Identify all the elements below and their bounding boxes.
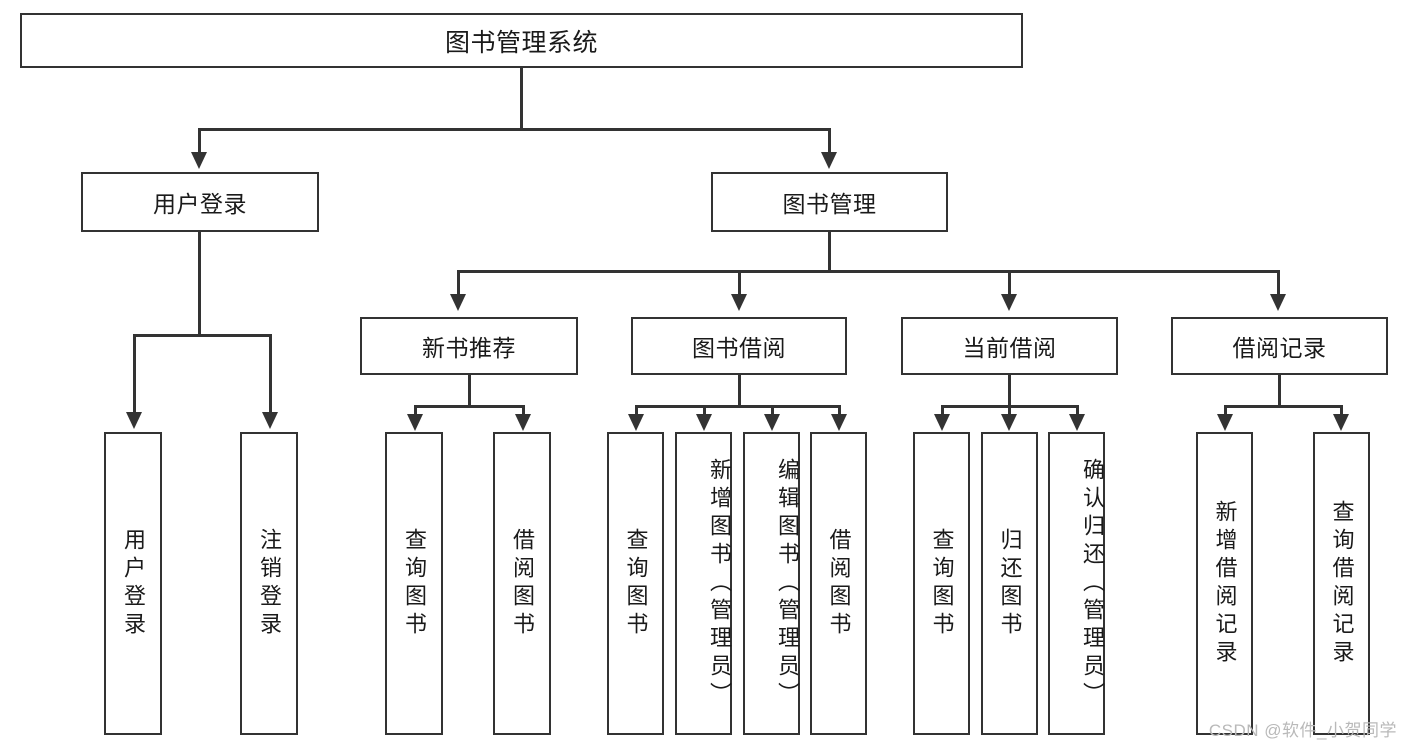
connector-level1-drop-right <box>828 128 831 158</box>
connector-new-book-stem <box>468 375 471 407</box>
arrow-to-leaf-borrow-book-1 <box>515 414 531 431</box>
connector-level2-drop-2 <box>738 270 741 298</box>
connector-user-login-drop-2 <box>269 334 272 416</box>
node-label: 图书管理系统 <box>444 28 598 57</box>
connector-level1-bar <box>198 128 831 131</box>
arrow-to-leaf-add-book <box>696 414 712 431</box>
arrow-to-leaf-query-book-1 <box>407 414 423 431</box>
connector-current-borrow-stem <box>1008 375 1011 407</box>
connector-level2-drop-1 <box>457 270 460 298</box>
connector-new-book-drop-1 <box>414 405 417 419</box>
arrow-to-leaf-confirm-return <box>1069 414 1085 431</box>
connector-borrow-record-drop-2 <box>1340 405 1343 419</box>
connector-book-management-stem <box>828 232 831 272</box>
node-new-book-recommend[interactable]: 新书推荐 <box>360 317 578 375</box>
arrow-to-leaf-logout <box>262 412 278 429</box>
node-label: 新增借阅记录 <box>1212 499 1238 668</box>
leaf-book-borrow-borrow[interactable]: 借阅图书 <box>810 432 867 735</box>
connector-borrow-record-bar <box>1224 405 1342 408</box>
node-label: 当前借阅 <box>962 335 1057 361</box>
arrow-to-borrow-record <box>1270 294 1286 311</box>
leaf-borrow-record-query[interactable]: 查询借阅记录 <box>1313 432 1370 735</box>
connector-new-book-drop-2 <box>522 405 525 419</box>
connector-book-borrow-drop-2 <box>703 405 706 419</box>
connector-borrow-record-stem <box>1278 375 1281 407</box>
arrow-to-book-borrow <box>731 294 747 311</box>
leaf-current-borrow-confirm[interactable]: 确认归还（管理员） <box>1048 432 1105 735</box>
connector-user-login-bar <box>133 334 271 337</box>
connector-borrow-record-drop-1 <box>1224 405 1227 419</box>
node-label: 借阅图书 <box>826 527 852 640</box>
node-book-management[interactable]: 图书管理 <box>711 172 948 232</box>
node-label: 用户登录 <box>121 527 146 640</box>
arrow-to-leaf-user-login <box>126 412 142 429</box>
connector-level2-drop-4 <box>1277 270 1280 298</box>
leaf-logout[interactable]: 注销登录 <box>240 432 298 735</box>
node-label: 新增图书（管理员） <box>707 457 732 710</box>
node-label: 新书推荐 <box>422 335 516 361</box>
arrow-to-leaf-add-borrow-record <box>1217 414 1233 431</box>
connector-book-borrow-bar <box>635 405 840 408</box>
arrow-to-new-book-recommend <box>450 294 466 311</box>
leaf-book-borrow-add[interactable]: 新增图书（管理员） <box>675 432 732 735</box>
node-label: 查询借阅记录 <box>1329 499 1355 668</box>
leaf-new-book-query[interactable]: 查询图书 <box>385 432 443 735</box>
connector-current-borrow-drop-2 <box>1008 405 1011 419</box>
leaf-book-borrow-query[interactable]: 查询图书 <box>607 432 664 735</box>
arrow-to-book-management <box>821 152 837 169</box>
arrow-to-leaf-return-book <box>1001 414 1017 431</box>
arrow-to-leaf-edit-book <box>764 414 780 431</box>
node-label: 图书借阅 <box>692 335 786 361</box>
node-label: 查询图书 <box>402 527 427 640</box>
node-label: 用户登录 <box>153 191 247 217</box>
connector-user-login-stem <box>198 232 201 336</box>
arrow-to-current-borrow <box>1001 294 1017 311</box>
connector-current-borrow-drop-1 <box>941 405 944 419</box>
node-borrow-record[interactable]: 借阅记录 <box>1171 317 1388 375</box>
node-book-borrow[interactable]: 图书借阅 <box>631 317 847 375</box>
node-label: 确认归还（管理员） <box>1080 457 1105 710</box>
connector-user-login-drop-1 <box>133 334 136 416</box>
leaf-current-borrow-query[interactable]: 查询图书 <box>913 432 970 735</box>
connector-level2-drop-3 <box>1008 270 1011 298</box>
connector-book-borrow-stem <box>738 375 741 407</box>
node-label: 查询图书 <box>623 527 649 640</box>
watermark-text: CSDN @软件_小贺同学 <box>1208 721 1397 740</box>
leaf-new-book-borrow[interactable]: 借阅图书 <box>493 432 551 735</box>
node-current-borrow[interactable]: 当前借阅 <box>901 317 1118 375</box>
leaf-user-login[interactable]: 用户登录 <box>104 432 162 735</box>
leaf-book-borrow-edit[interactable]: 编辑图书（管理员） <box>743 432 800 735</box>
connector-book-borrow-drop-1 <box>635 405 638 419</box>
connector-new-book-bar <box>414 405 524 408</box>
connector-level1-drop-left <box>198 128 201 158</box>
node-user-login[interactable]: 用户登录 <box>81 172 319 232</box>
node-label: 编辑图书（管理员） <box>775 457 800 710</box>
node-label: 图书管理 <box>782 191 877 217</box>
arrow-to-leaf-query-book-2 <box>628 414 644 431</box>
node-label: 查询图书 <box>929 527 955 640</box>
node-label: 借阅图书 <box>510 527 535 640</box>
connector-book-borrow-drop-3 <box>771 405 774 419</box>
leaf-current-borrow-return[interactable]: 归还图书 <box>981 432 1038 735</box>
arrow-to-leaf-query-book-3 <box>934 414 950 431</box>
node-label: 借阅记录 <box>1232 335 1327 361</box>
node-label: 归还图书 <box>997 527 1023 640</box>
arrow-to-user-login <box>191 152 207 169</box>
node-label: 注销登录 <box>257 527 282 640</box>
arrow-to-leaf-borrow-book-2 <box>831 414 847 431</box>
connector-level2-bar <box>457 270 1279 273</box>
connector-current-borrow-drop-3 <box>1076 405 1079 419</box>
node-root-book-management-system[interactable]: 图书管理系统 <box>20 13 1023 68</box>
connector-root-stem <box>520 68 523 130</box>
connector-book-borrow-drop-4 <box>838 405 841 419</box>
leaf-borrow-record-add[interactable]: 新增借阅记录 <box>1196 432 1253 735</box>
arrow-to-leaf-query-borrow-record <box>1333 414 1349 431</box>
